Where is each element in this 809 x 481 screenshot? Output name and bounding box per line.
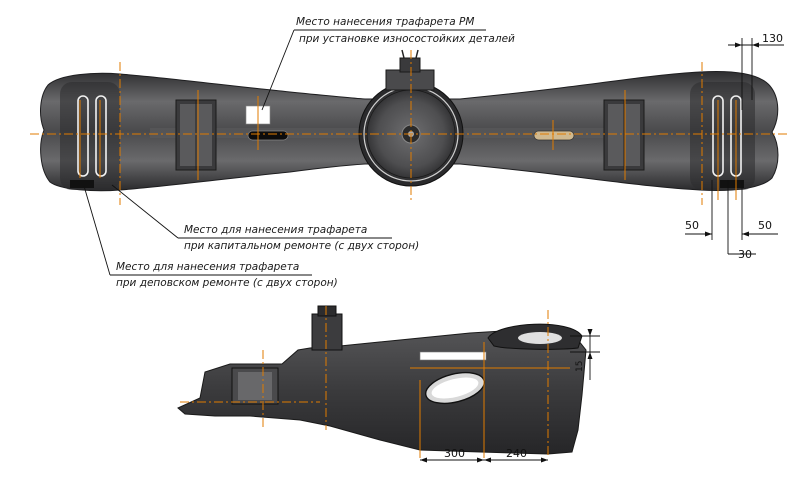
left-slot-2 — [95, 95, 107, 177]
callout-rm-line2: при установке износостойких деталей — [299, 33, 515, 45]
right-oval-hole — [533, 130, 575, 141]
callout-rm: Место нанесения трафарета РМ при установ… — [261, 16, 515, 111]
bowl-lug — [385, 49, 435, 91]
dim-50-30-50: 50 50 30 — [685, 180, 778, 261]
left-oval-hole — [247, 130, 289, 141]
callout-depot-line2: при деповском ремонте (с двух сторон) — [116, 277, 338, 289]
side-lug — [311, 313, 343, 351]
left-side-bearer — [175, 99, 217, 171]
dim-240-value: 240 — [506, 447, 527, 460]
dim-30-value: 30 — [738, 248, 752, 261]
dim-300-240: 300 240 — [420, 447, 548, 463]
dim-50-left-value: 50 — [685, 219, 699, 232]
dim-130-value: 130 — [762, 32, 783, 45]
dim-15: 15 — [570, 329, 600, 380]
top-view: Место нанесения трафарета РМ при установ… — [30, 16, 790, 289]
left-end — [60, 82, 120, 190]
callout-capital: Место для нанесения трафарета при капита… — [111, 184, 419, 252]
left-slot-1 — [77, 95, 89, 177]
callout-depot: Место для нанесения трафарета при деповс… — [83, 185, 338, 289]
side-stencil-strip — [419, 351, 487, 361]
dim-50-right-value: 50 — [758, 219, 772, 232]
right-end — [690, 82, 755, 190]
side-view: 300 240 15 — [177, 305, 600, 463]
callout-capital-line1: Место для нанесения трафарета — [184, 224, 367, 236]
right-side-bearer — [603, 99, 645, 171]
callout-capital-line2: при капитальном ремонте (с двух сторон) — [184, 240, 419, 252]
dim-300-value: 300 — [444, 447, 465, 460]
callout-rm-line1: Место нанесения трафарета РМ — [296, 16, 474, 28]
dim-130: 130 — [728, 32, 784, 110]
dim-15-value: 15 — [575, 361, 585, 372]
callout-depot-line1: Место для нанесения трафарета — [116, 261, 299, 273]
